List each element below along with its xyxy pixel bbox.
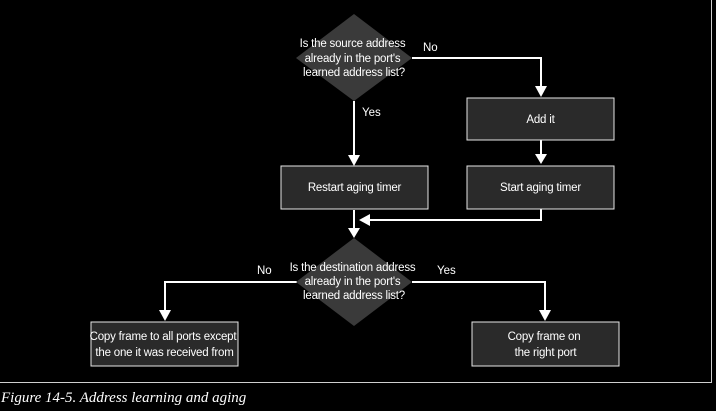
svg-text:Start aging timer: Start aging timer [500,182,581,194]
edge-label-destination-yes: Yes [437,265,456,277]
figure-caption: Figure 14-5. Address learning and aging [1,390,247,406]
process-start-aging-timer: Start aging timer [466,165,615,210]
node-text-line: Start aging timer [500,182,581,194]
edge-start-to-merge [359,209,542,226]
edge-label-source-yes: Yes [362,107,381,119]
decision-source-address: Is the source address already in the por… [296,14,412,101]
node-text-line: Copy frame to all ports except [90,331,238,343]
edge-label-source-no: No [423,42,438,54]
node-text-line: Is the source address [300,38,406,50]
process-restart-aging-timer: Restart aging timer [280,165,429,210]
node-text-line: already in the port's [305,276,401,288]
process-copy-frame-all-ports: Copy frame to all ports except the one i… [90,321,240,367]
svg-text:Restart aging timer: Restart aging timer [308,182,402,194]
node-text-line: Is the destination address [290,262,416,274]
edge-destination-no [159,281,297,321]
figure-frame-border [0,0,712,383]
edge-add-to-start [535,140,547,164]
node-text-line: Add it [526,114,555,126]
edge-source-no [412,57,547,97]
svg-text:Copy frame to all ports except: Copy frame to all ports except the one i… [90,331,240,359]
edge-label-destination-no: No [257,265,272,277]
edge-destination-yes [412,281,551,321]
node-text-line: already in the port's [305,53,401,65]
svg-text:Copy frame on the right: Copy frame on the right port [508,331,584,359]
svg-text:Add it: Add it [526,114,555,126]
node-text-line: the right port [515,347,578,359]
edge-restart-to-destination [348,210,360,238]
process-copy-frame-right-port: Copy frame on the right port [471,321,620,367]
svg-text:Is the destination address: Is the destination address already in th… [290,262,419,302]
node-text-line: Restart aging timer [308,182,402,194]
node-text-line: Copy frame on [508,331,581,343]
edge-source-yes [348,101,360,166]
process-add-it: Add it [466,97,615,141]
svg-text:Is the source address al: Is the source address already in the por… [300,38,409,79]
node-text-line: the one it was received from [95,347,233,359]
node-text-line: learned address list? [303,290,405,302]
node-text-line: learned address list? [303,67,405,79]
decision-destination-address: Is the destination address already in th… [290,238,419,326]
